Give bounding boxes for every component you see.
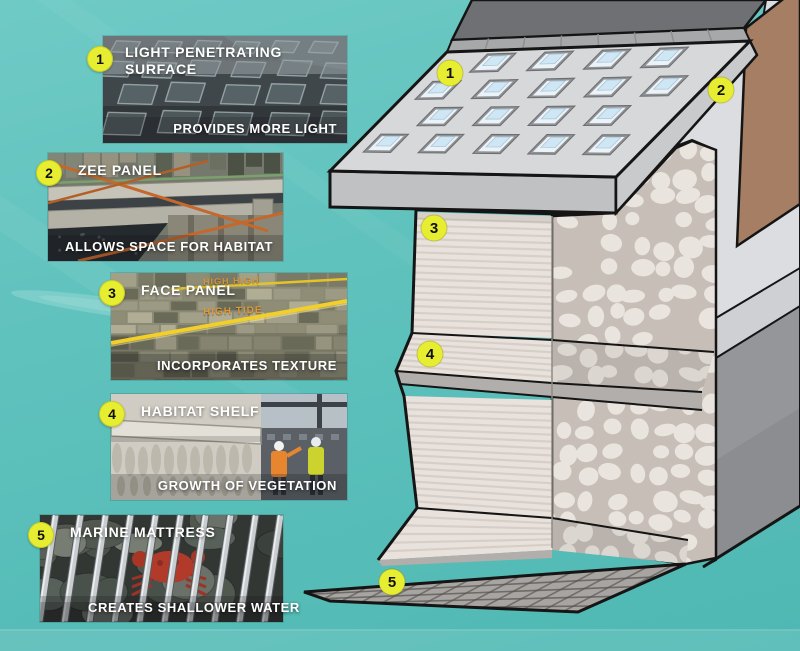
skylight <box>361 133 410 153</box>
item-badge-3: 3 <box>99 280 125 306</box>
item-title-5: MARINE MATTRESS <box>70 524 216 540</box>
skylight <box>526 134 576 155</box>
diagram-badge-5: 5 <box>378 568 406 596</box>
caption-band <box>48 235 283 261</box>
legend-card-face-panel: HIGH HIGH HIGH TIDE FACE PANEL INCORPORA… <box>99 273 347 380</box>
photo-habitat-shelf <box>111 394 347 500</box>
legend-card-zee-panel: ZEE PANEL ALLOWS SPACE FOR HABITAT 2 <box>36 153 283 261</box>
face-panel-upper <box>412 212 553 338</box>
item-caption-4: GROWTH OF VEGETATION <box>157 478 337 493</box>
svg-text:5: 5 <box>388 574 396 591</box>
skylight <box>471 106 521 127</box>
water-bottom-strip <box>0 631 800 651</box>
item-title-2: ZEE PANEL <box>78 162 162 178</box>
legend-card-light-penetrating-surface: LIGHT PENETRATING SURFACE PROVIDES MORE … <box>87 36 347 143</box>
face-panel-lower <box>404 396 553 518</box>
item-badge-1: 1 <box>87 46 113 72</box>
skylight <box>582 48 633 70</box>
item-caption-5: CREATES SHALLOWER WATER <box>88 600 300 615</box>
item-title-3: FACE PANEL <box>141 282 236 298</box>
svg-text:3: 3 <box>430 220 438 237</box>
caption-band <box>103 117 347 143</box>
caption-band <box>111 354 347 380</box>
svg-text:1: 1 <box>446 65 454 82</box>
title-band <box>103 36 347 74</box>
item-title-4: HABITAT SHELF <box>141 403 260 419</box>
item-title-1: LIGHT PENETRATING SURFACE <box>125 44 283 77</box>
skylight <box>468 52 518 73</box>
item-badge-4: 4 <box>99 401 125 427</box>
item-caption-2: ALLOWS SPACE FOR HABITAT <box>65 239 273 254</box>
photo-marine-mattress <box>40 515 283 622</box>
skylight <box>526 77 576 99</box>
skylight <box>639 46 690 69</box>
skylight <box>638 75 690 97</box>
diagram-badge-4: 4 <box>416 340 444 368</box>
skylight <box>470 78 520 100</box>
item-badge-2: 2 <box>36 160 62 186</box>
caption-band <box>40 596 283 622</box>
skylight <box>416 133 466 154</box>
skylight <box>415 106 465 127</box>
photo-text-high-tide: HIGH TIDE <box>202 304 263 319</box>
skylight <box>581 134 632 156</box>
legend-card-habitat-shelf: HABITAT SHELF GROWTH OF VEGETATION 4 <box>99 394 347 500</box>
skylight <box>526 105 577 127</box>
wall-left-outline <box>376 209 419 561</box>
item-badge-5: 5 <box>28 522 54 548</box>
skylight <box>471 133 521 155</box>
photo-face-panel <box>111 273 347 380</box>
item-caption-3: INCORPORATES TEXTURE <box>156 358 337 373</box>
toe-slope <box>378 508 553 560</box>
svg-text:2: 2 <box>717 82 725 99</box>
diagram-badge-1: 1 <box>436 59 464 87</box>
skylight <box>525 50 575 72</box>
diagram-badge-3: 3 <box>420 214 448 242</box>
light-penetrating-deck <box>326 39 754 179</box>
skylight <box>582 104 633 126</box>
skylight <box>582 76 633 98</box>
photo-zee-panel <box>48 153 283 261</box>
caption-band <box>111 474 347 500</box>
legend-card-marine-mattress: MARINE MATTRESS CREATES SHALLOWER WATER … <box>28 515 299 622</box>
svg-text:4: 4 <box>426 346 435 363</box>
item-caption-1: PROVIDES MORE LIGHT <box>173 121 337 136</box>
diagram-badge-2: 2 <box>707 76 735 104</box>
